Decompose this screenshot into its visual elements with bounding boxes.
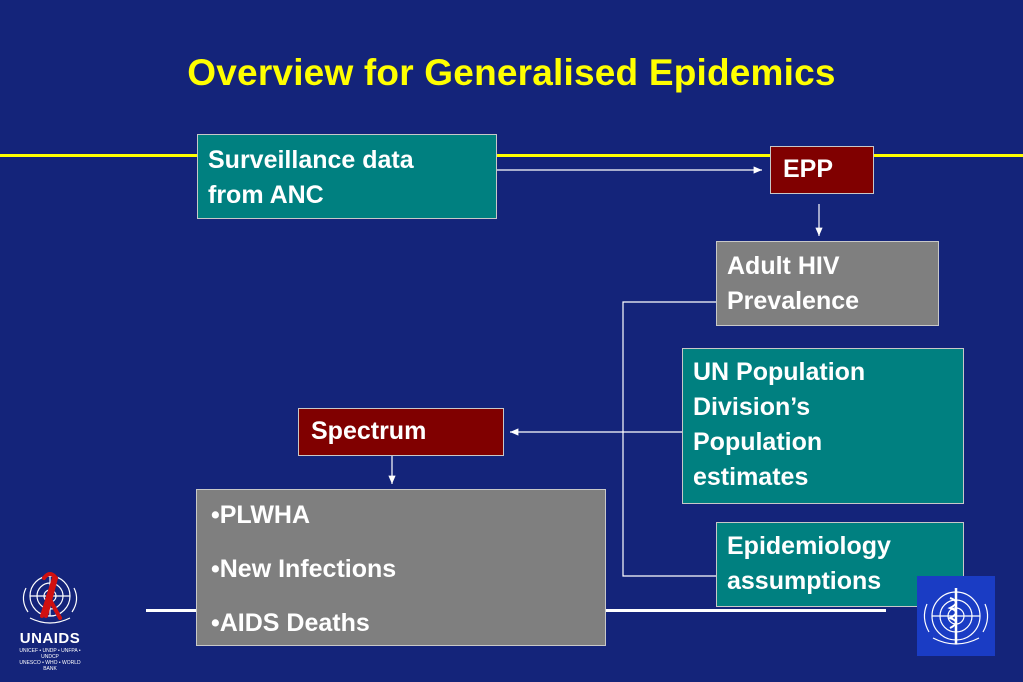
slide-title: Overview for Generalised Epidemics [187,52,836,93]
adult-hiv-line-2: Prevalence [727,287,860,315]
surveillance-line-2: from ANC [208,181,324,209]
output-new-infections: •New Infections [211,555,397,583]
un-population-line-4: estimates [693,463,809,491]
bracket-inputs-line [622,301,716,577]
yellow-rule [0,154,1023,157]
surveillance-line-1: Surveillance data [208,146,414,174]
unaids-logo: UNAIDS UNICEF • UNDP • UNFPA • UNDCP UNE… [12,566,88,672]
who-emblem-icon [923,588,989,645]
epidemiology-assumptions-box: Epidemiology assumptions [716,522,964,607]
epp-label: EPP [783,155,834,183]
unaids-sponsors: UNICEF • UNDP • UNFPA • UNDCP UNESCO • W… [12,648,88,672]
un-population-line-3: Population [693,428,823,456]
epidemiology-line-1: Epidemiology [727,532,891,560]
adult-hiv-prevalence-box: Adult HIV Prevalence [716,241,939,326]
epidemiology-line-2: assumptions [727,567,882,595]
adult-hiv-line-1: Adult HIV [727,252,840,280]
surveillance-data-box: Surveillance data from ANC [197,134,497,219]
epp-box: EPP [770,146,874,194]
unaids-wordmark: UNAIDS [19,630,81,647]
outputs-box: •PLWHA •New Infections •AIDS Deaths [196,489,606,646]
spectrum-label: Spectrum [311,417,427,445]
unaids-sponsors-line-1: UNICEF • UNDP • UNFPA • UNDCP [19,648,81,660]
un-population-line-2: Division’s [693,393,811,421]
spectrum-box: Spectrum [298,408,504,456]
output-plwha: •PLWHA [211,501,311,529]
un-population-line-1: UN Population [693,358,866,386]
unaids-sponsors-line-2: UNESCO • WHO • WORLD BANK [19,660,81,672]
un-emblem-ribbon-icon [22,572,78,624]
output-aids-deaths: •AIDS Deaths [211,609,370,637]
who-logo [917,576,995,656]
un-population-box: UN Population Division’s Population esti… [682,348,964,504]
